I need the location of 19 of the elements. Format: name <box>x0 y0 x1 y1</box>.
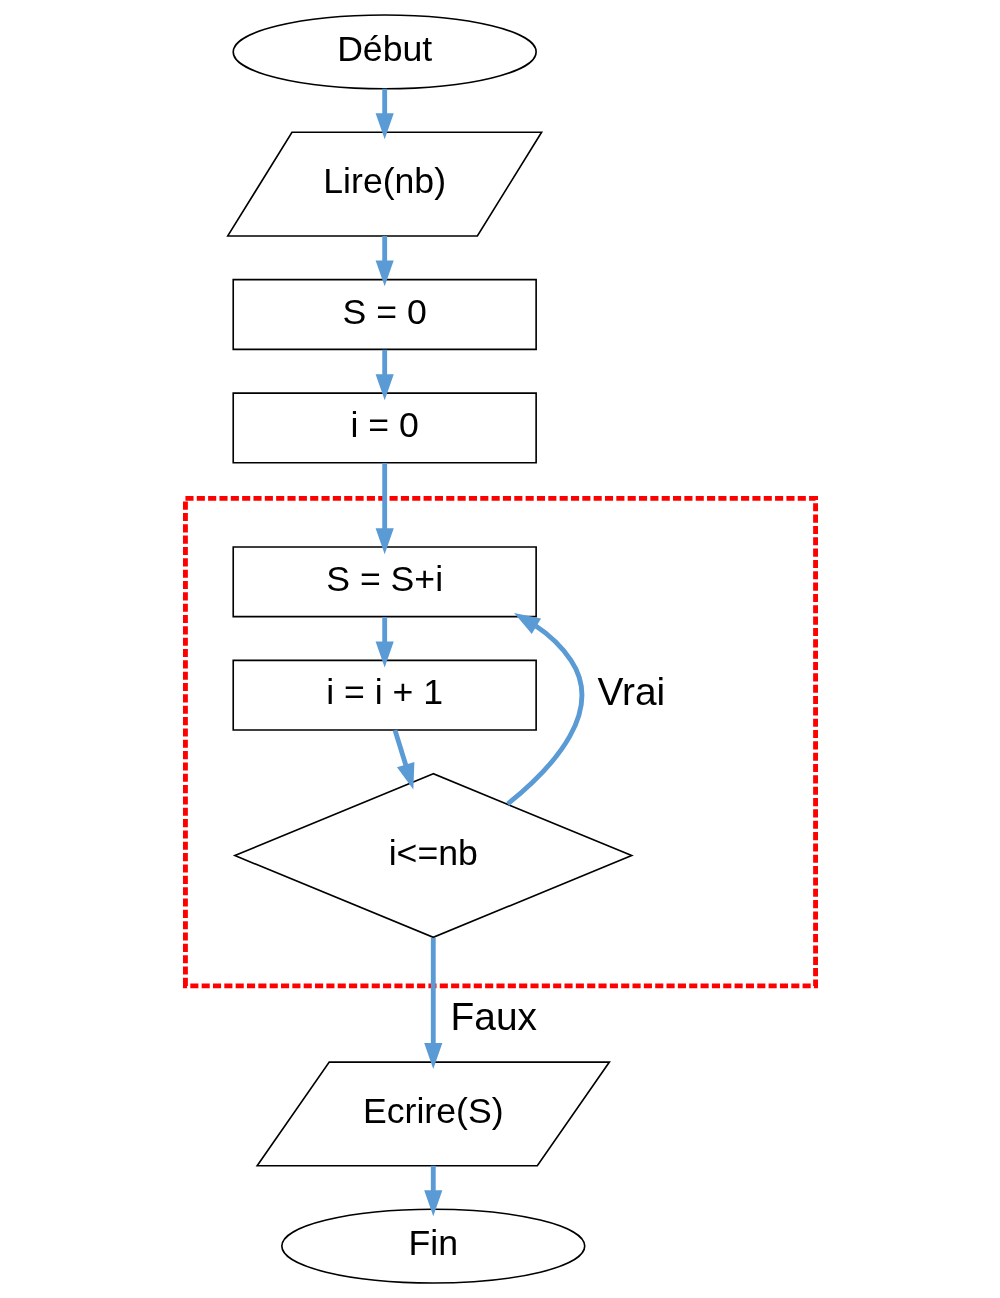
node-box: S = S+i <box>231 546 537 618</box>
node-ellipse: Fin <box>280 1208 586 1284</box>
arrow <box>375 462 394 555</box>
arrow <box>505 612 584 806</box>
edge-label: Faux <box>450 995 537 1038</box>
node-box: S = 0 <box>231 278 537 351</box>
arrow <box>423 937 442 1070</box>
node-ellipse: Début <box>231 14 537 90</box>
node-box: i = 0 <box>231 392 537 464</box>
arrow <box>423 1165 442 1217</box>
arrow <box>375 617 394 668</box>
arrow <box>375 349 394 401</box>
node-diamond: i<=nb <box>232 772 634 939</box>
cluster <box>182 495 818 989</box>
arrow <box>375 88 394 140</box>
arrow <box>392 729 414 790</box>
edge-label: Vrai <box>597 670 665 714</box>
node-box: i = i + 1 <box>231 659 537 731</box>
arrow <box>375 236 394 287</box>
